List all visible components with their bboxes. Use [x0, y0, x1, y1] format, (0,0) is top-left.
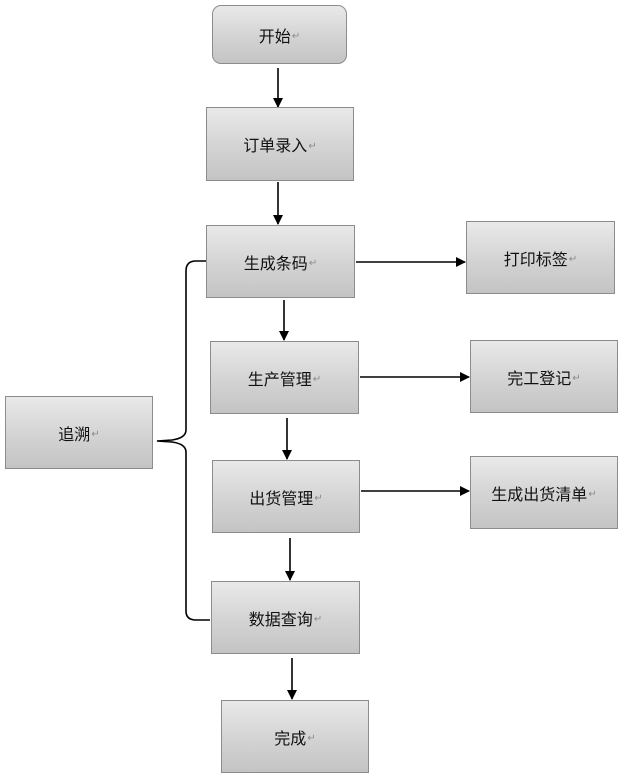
- node-print-label: 打印标签↵: [466, 221, 615, 294]
- paragraph-mark: ↵: [572, 373, 581, 384]
- node-data-query: 数据查询↵: [211, 581, 360, 654]
- paragraph-mark: ↵: [588, 489, 597, 500]
- node-completion-register: 完工登记↵: [470, 340, 618, 413]
- node-start: 开始↵: [212, 5, 347, 64]
- node-traceability-label: 追溯: [58, 424, 91, 444]
- paragraph-mark: ↵: [307, 733, 316, 744]
- node-order-entry-label: 订单录入: [243, 136, 308, 155]
- node-shipment-management: 出货管理↵: [212, 460, 360, 533]
- node-production-management: 生产管理↵: [210, 341, 359, 414]
- paragraph-mark: ↵: [308, 258, 318, 269]
- node-start-label: 开始: [258, 26, 291, 46]
- paragraph-mark: ↵: [313, 614, 323, 625]
- traceability-brace: [156, 260, 210, 621]
- paragraph-mark: ↵: [314, 493, 323, 504]
- node-shipment-management-label: 出货管理: [249, 488, 314, 508]
- node-print-label-label: 打印标签: [503, 249, 568, 269]
- node-traceability: 追溯↵: [5, 396, 153, 469]
- node-finish: 完成↵: [221, 700, 369, 773]
- paragraph-mark: ↵: [308, 140, 317, 152]
- paragraph-mark: ↵: [568, 254, 578, 265]
- node-generate-barcode-label: 生成条码: [243, 253, 308, 273]
- node-data-query-label: 数据查询: [248, 609, 313, 629]
- paragraph-mark: ↵: [91, 429, 100, 440]
- node-generate-barcode: 生成条码↵: [206, 225, 355, 298]
- node-generate-shipment-list-label: 生成出货清单: [491, 484, 588, 504]
- node-order-entry: 订单录入↵: [206, 107, 354, 181]
- node-generate-shipment-list: 生成出货清单↵: [470, 456, 618, 529]
- paragraph-mark: ↵: [291, 31, 301, 42]
- node-completion-register-label: 完工登记: [507, 368, 572, 388]
- paragraph-mark: ↵: [312, 374, 322, 385]
- node-production-management-label: 生产管理: [247, 369, 312, 389]
- node-finish-label: 完成: [274, 728, 307, 748]
